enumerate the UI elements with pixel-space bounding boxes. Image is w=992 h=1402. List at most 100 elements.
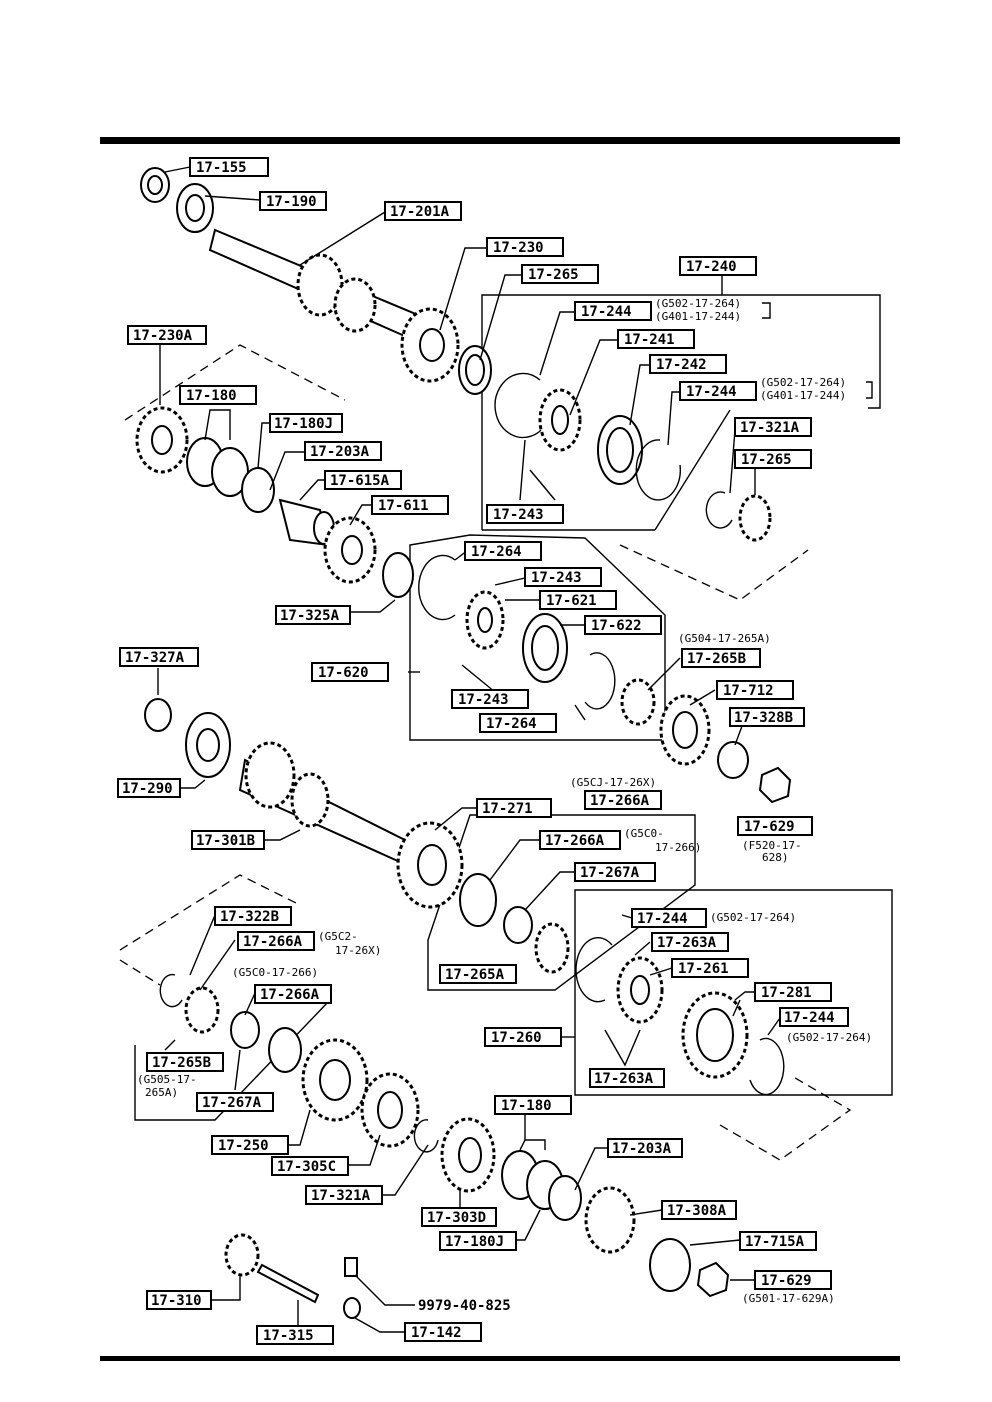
ring-17-265B — [620, 678, 656, 726]
label-17-321A-b: 17-321A — [305, 1185, 383, 1205]
label-17-243: 17-243 — [486, 504, 564, 524]
label-17-261: 17-261 — [671, 958, 749, 978]
svg-text:17-180J: 17-180J — [274, 416, 333, 432]
label-17-244: 17-244 — [574, 301, 652, 321]
svg-text:17-615A: 17-615A — [330, 473, 390, 489]
svg-text:17-230: 17-230 — [493, 240, 544, 256]
label-17-621: 17-621 — [539, 590, 617, 610]
label-17-244-b: 17-244 — [679, 381, 757, 401]
svg-text:(G502-17-264): (G502-17-264) — [710, 911, 796, 924]
label-17-180J: 17-180J — [269, 413, 343, 433]
svg-text:17-244: 17-244 — [686, 384, 737, 400]
svg-text:17-142: 17-142 — [411, 1325, 462, 1341]
label-17-310: 17-310 — [146, 1290, 212, 1310]
svg-text:17-155: 17-155 — [196, 160, 247, 176]
label-17-240: 17-240 — [679, 256, 757, 276]
label-17-281: 17-281 — [754, 982, 832, 1002]
ring-17-322B — [159, 973, 183, 1008]
label-17-266A: 17-266A — [584, 790, 662, 810]
svg-text:17-244: 17-244 — [784, 1010, 835, 1026]
svg-text:9979-40-825: 9979-40-825 — [418, 1298, 511, 1314]
svg-text:17-321A: 17-321A — [311, 1188, 371, 1204]
label-17-265-b: 17-265 — [734, 449, 812, 469]
svg-text:(F520-17-: (F520-17- — [742, 839, 802, 852]
svg-text:17-611: 17-611 — [378, 498, 429, 514]
svg-text:17-266): 17-266) — [655, 841, 701, 854]
svg-text:(G502-17-264): (G502-17-264) — [786, 1031, 872, 1044]
clip-17-244 — [494, 372, 549, 439]
group-frame-17-260 — [574, 889, 893, 1096]
label-17-243-c: 17-243 — [451, 689, 529, 709]
svg-text:17-308A: 17-308A — [667, 1203, 727, 1219]
label-17-244-c: 17-244 — [631, 908, 707, 928]
svg-text:(G502-17-264): (G502-17-264) — [760, 376, 846, 389]
label-17-271: 17-271 — [476, 798, 552, 818]
shaft-17-315 — [256, 1263, 320, 1304]
label-17-180-b: 17-180 — [494, 1095, 572, 1115]
svg-text:17-321A: 17-321A — [740, 420, 800, 436]
svg-text:(G501-17-629A): (G501-17-629A) — [742, 1292, 835, 1305]
label-17-241: 17-241 — [617, 329, 695, 349]
svg-text:(G5CJ-17-26X): (G5CJ-17-26X) — [570, 776, 656, 789]
svg-text:(G5C0-17-266): (G5C0-17-266) — [232, 966, 318, 979]
leader-lines — [157, 166, 781, 1333]
label-17-611: 17-611 — [371, 495, 449, 515]
svg-text:17-244: 17-244 — [581, 304, 632, 320]
svg-text:17-203A: 17-203A — [612, 1141, 672, 1157]
label-17-180J-b: 17-180J — [439, 1231, 517, 1251]
svg-text:265A): 265A) — [145, 1086, 178, 1099]
svg-text:17-242: 17-242 — [656, 357, 707, 373]
label-17-265: 17-265 — [521, 264, 599, 284]
svg-text:17-266A: 17-266A — [545, 833, 605, 849]
svg-text:17-264: 17-264 — [471, 544, 522, 560]
label-17-629-b: 17-629 — [754, 1270, 832, 1290]
svg-text:17-244: 17-244 — [637, 911, 688, 927]
svg-text:17-264: 17-264 — [486, 716, 537, 732]
label-17-243-b: 17-243 — [524, 567, 602, 587]
label-17-260: 17-260 — [484, 1027, 562, 1047]
svg-text:(G505-17-: (G505-17- — [137, 1073, 197, 1086]
label-17-264-b: 17-264 — [479, 713, 557, 733]
svg-text:17-190: 17-190 — [266, 194, 317, 210]
clip-17-244b — [635, 439, 681, 501]
svg-text:17-629: 17-629 — [744, 819, 795, 835]
svg-text:17-629: 17-629 — [761, 1273, 812, 1289]
label-17-290: 17-290 — [117, 778, 181, 798]
ring-17-321A — [705, 491, 733, 529]
label-17-715A: 17-715A — [739, 1231, 817, 1251]
label-17-203A: 17-203A — [304, 441, 382, 461]
svg-text:17-310: 17-310 — [151, 1293, 202, 1309]
bottom-rule — [100, 1356, 900, 1361]
label-17-142: 17-142 — [404, 1322, 482, 1342]
svg-text:17-267A: 17-267A — [202, 1095, 262, 1111]
svg-text:17-266A: 17-266A — [590, 793, 650, 809]
label-17-265B-b: 17-265B — [146, 1052, 224, 1072]
label-17-303D: 17-303D — [421, 1207, 497, 1227]
label-17-267A-b: 17-267A — [196, 1092, 274, 1112]
label-17-266A-b: 17-266A — [539, 830, 621, 850]
svg-text:17-180: 17-180 — [501, 1098, 552, 1114]
label-17-242: 17-242 — [649, 354, 727, 374]
label-17-263A: 17-263A — [651, 932, 729, 952]
lock-17-142 — [343, 1297, 361, 1319]
clip-17-264 — [418, 554, 456, 621]
label-17-620: 17-620 — [311, 662, 389, 682]
label-17-327A: 17-327A — [119, 647, 199, 667]
label-17-203A-b: 17-203A — [607, 1138, 683, 1158]
label-17-322B: 17-322B — [214, 906, 292, 926]
svg-text:(G401-17-244): (G401-17-244) — [655, 310, 741, 323]
svg-text:17-180J: 17-180J — [445, 1234, 504, 1250]
label-17-266A-d: 17-266A — [254, 984, 332, 1004]
svg-text:17-266A: 17-266A — [260, 987, 320, 1003]
svg-text:17-26X): 17-26X) — [335, 944, 381, 957]
svg-text:17-281: 17-281 — [761, 985, 812, 1001]
svg-text:628): 628) — [762, 851, 789, 864]
label-17-264: 17-264 — [464, 541, 542, 561]
label-17-265A: 17-265A — [439, 964, 517, 984]
svg-text:17-243: 17-243 — [531, 570, 582, 586]
washer-17-715A — [649, 1238, 691, 1292]
svg-text:17-266A: 17-266A — [243, 934, 303, 950]
shim-17-180J — [241, 467, 275, 513]
svg-text:17-240: 17-240 — [686, 259, 737, 275]
collar-17-328B — [717, 741, 749, 779]
